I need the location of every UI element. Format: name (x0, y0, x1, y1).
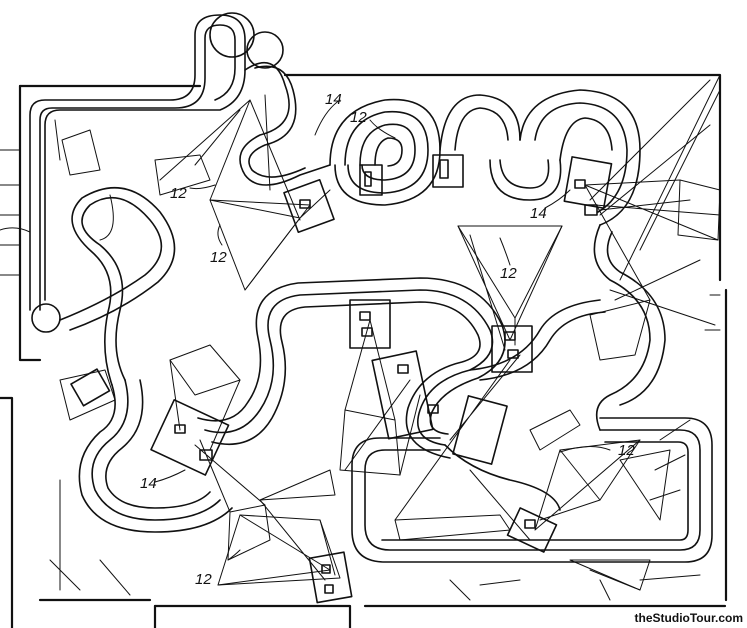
reference-numerals: 12 12 12 12 12 12 14 14 14 (140, 91, 635, 588)
show-scene-sets (59, 129, 721, 591)
numeral-label: 12 (210, 249, 227, 266)
numeral-label: 14 (325, 91, 342, 108)
numeral-label: 14 (140, 475, 157, 492)
track-segment-central (197, 277, 606, 511)
leader-lines (154, 99, 611, 561)
track-segment-upper-left (29, 12, 284, 333)
track-segment-right (351, 224, 713, 563)
edge-details (0, 119, 721, 601)
building-outline (0, 73, 728, 628)
track-segment-upper-meander (239, 61, 641, 226)
numeral-label: 14 (530, 205, 547, 222)
watermark-text: theStudioTour.com (634, 611, 743, 625)
numeral-label: 12 (350, 109, 367, 126)
ride-vehicles (70, 154, 613, 604)
projection-lines (159, 74, 721, 586)
numeral-label: 12 (170, 185, 187, 202)
track-segment-left-serpentine (59, 186, 233, 533)
numeral-label: 12 (618, 442, 635, 459)
numeral-label: 12 (500, 265, 517, 282)
numeral-label: 12 (195, 571, 212, 588)
